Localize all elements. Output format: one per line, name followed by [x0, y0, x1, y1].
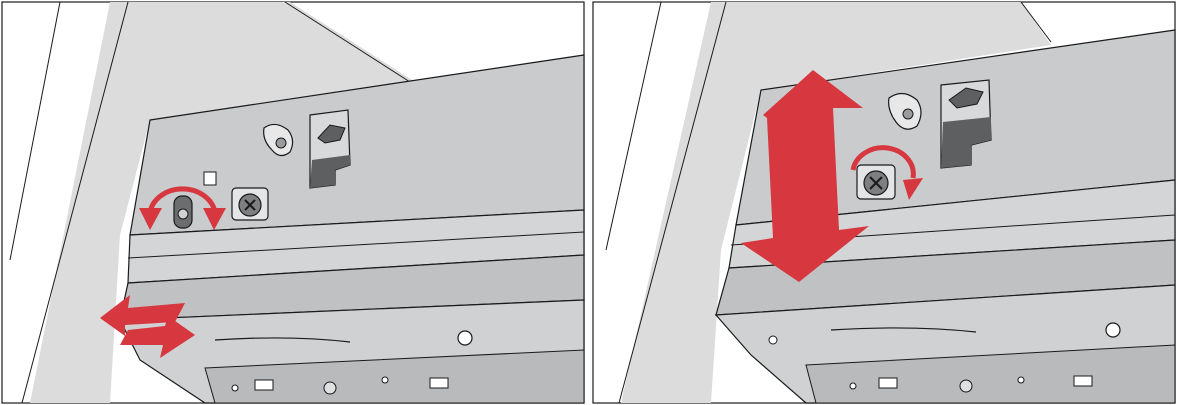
- panel-step-2: [591, 0, 1177, 405]
- mounting-hole: [1106, 323, 1120, 337]
- mounting-hole: [458, 331, 472, 345]
- bottom-slot: [1074, 376, 1092, 386]
- panel-step-1: [0, 0, 586, 405]
- bottom-hole: [1018, 377, 1024, 383]
- bottom-hole: [232, 385, 238, 391]
- bottom-screw: [960, 380, 972, 392]
- keyhole-screw: [903, 109, 913, 119]
- bottom-slot: [879, 378, 897, 388]
- bottom-hole: [850, 383, 856, 389]
- mounting-hole-small: [769, 336, 777, 344]
- bottom-hole: [382, 377, 388, 383]
- slot-screw: [178, 209, 188, 219]
- bottom-slot: [255, 380, 273, 390]
- indicator-square: [204, 172, 216, 185]
- illustration-horizontal-adjustment: [0, 0, 586, 405]
- bottom-slot: [430, 378, 448, 388]
- illustration-vertical-adjustment: [591, 0, 1177, 405]
- keyhole-screw: [276, 138, 286, 148]
- bottom-screw: [324, 382, 336, 394]
